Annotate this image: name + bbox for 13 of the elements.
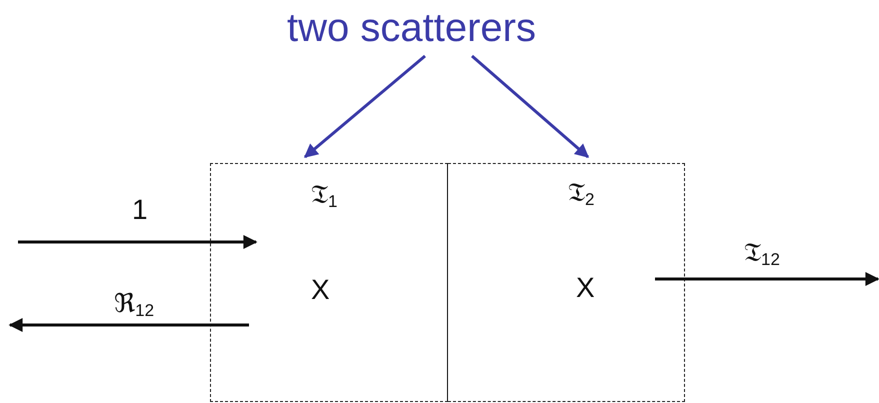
arrow <box>304 54 426 158</box>
arrow <box>8 318 249 332</box>
heading-label: two scatterers <box>287 8 536 48</box>
arrow <box>655 272 879 286</box>
scatterer-region <box>210 163 448 402</box>
arrow <box>471 54 590 158</box>
scatterer-mark: X <box>311 276 330 304</box>
arrow <box>18 235 258 249</box>
transmission-symbol: 𝔗$_{1}$ <box>311 182 338 210</box>
scatterer-region <box>448 163 685 402</box>
edge-label: ℜ$_{12}$ <box>112 291 156 319</box>
transmission-symbol: 𝔗$_{2}$ <box>568 180 594 208</box>
scatterer-mark: X <box>576 274 595 302</box>
